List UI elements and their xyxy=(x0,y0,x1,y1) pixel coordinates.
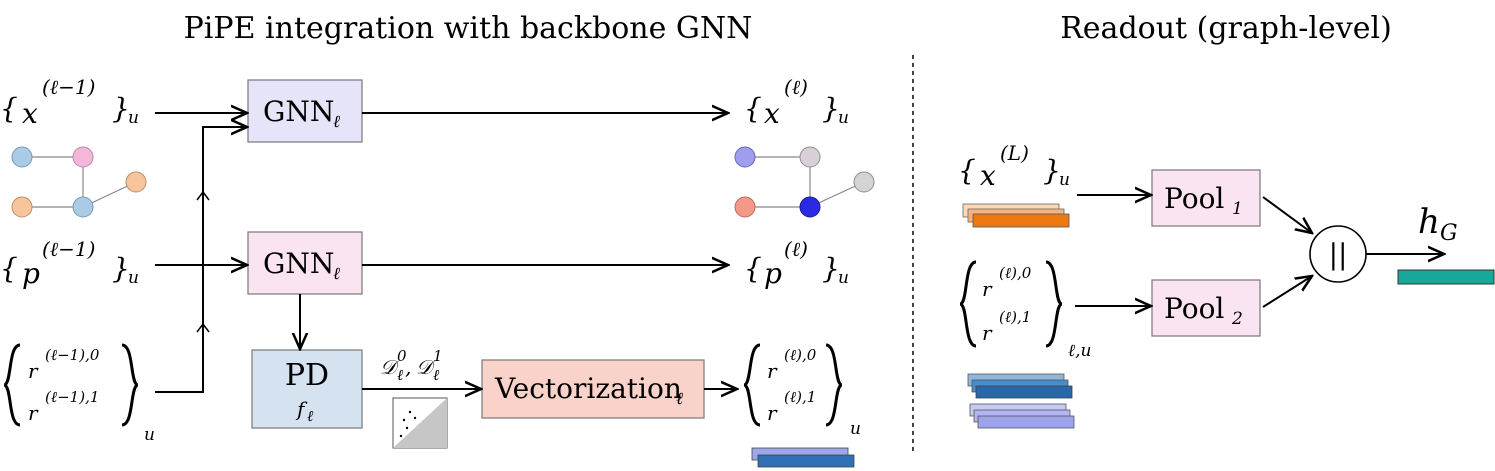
svg-text:1: 1 xyxy=(433,347,443,365)
output-r-label: r (ℓ),0 r (ℓ),1 u xyxy=(743,343,861,439)
svg-text:u: u xyxy=(144,425,155,445)
arrow-tick-upper xyxy=(196,190,210,201)
svg-text:}: } xyxy=(822,92,840,125)
input-r-label: r (ℓ−1),0 r (ℓ−1),1 u xyxy=(3,343,155,445)
input-p-label: { p (ℓ−1) } u xyxy=(0,237,139,290)
svg-text:h: h xyxy=(1418,202,1440,242)
svg-text:(ℓ−1): (ℓ−1) xyxy=(42,237,95,261)
readout-x-label: { x (L) } u xyxy=(958,141,1070,192)
svg-text:ℓ: ℓ xyxy=(433,366,439,384)
readout-r-vector-stack xyxy=(967,373,1075,429)
svg-text:}: } xyxy=(822,252,840,285)
svg-text:u: u xyxy=(850,419,861,439)
svg-text:r: r xyxy=(767,359,778,383)
left-brace-close xyxy=(121,343,139,427)
svg-text:u: u xyxy=(128,108,139,128)
arrow-tick-lower xyxy=(196,322,210,333)
svg-text:(L): (L) xyxy=(1000,141,1029,165)
svg-text:,: , xyxy=(405,355,411,379)
svg-text:ℓ: ℓ xyxy=(397,366,403,384)
svg-text:p: p xyxy=(22,257,40,290)
pool1-label: Pool xyxy=(1164,182,1224,215)
readout-r-label: r (ℓ),0 r (ℓ),1 ℓ,u xyxy=(959,260,1091,361)
svg-text:p: p xyxy=(764,257,782,290)
pool2-label: Pool xyxy=(1164,292,1224,325)
gnn-p-label: GNN xyxy=(263,247,334,280)
svg-text:r: r xyxy=(28,401,39,425)
svg-text:ℓ,u: ℓ,u xyxy=(1068,341,1091,361)
svg-text:ℓ: ℓ xyxy=(333,112,340,132)
svg-text:G: G xyxy=(1440,221,1458,246)
svg-text:(ℓ),0: (ℓ),0 xyxy=(784,346,817,364)
vectorization-box xyxy=(481,359,705,419)
svg-text:x: x xyxy=(22,97,38,130)
svg-text:2: 2 xyxy=(1231,309,1243,329)
svg-text:(ℓ),1: (ℓ),1 xyxy=(999,308,1031,326)
svg-text:{: { xyxy=(958,154,976,187)
svg-text:(ℓ−1),1: (ℓ−1),1 xyxy=(45,388,99,406)
svg-text:x: x xyxy=(764,97,780,130)
svg-text:r: r xyxy=(767,401,778,425)
readout-x-vector-stack xyxy=(962,203,1070,228)
persistence-diagram-thumbnail xyxy=(392,397,448,449)
left-title: PiPE integration with backbone GNN xyxy=(184,11,753,46)
arrow-pool2-to-concat xyxy=(1262,276,1312,308)
svg-text:u: u xyxy=(838,268,849,288)
input-graph xyxy=(11,146,147,218)
svg-text:ℓ: ℓ xyxy=(676,389,683,409)
svg-text:}: } xyxy=(112,252,130,285)
gnn-x-label: GNN xyxy=(263,95,334,128)
svg-text:𝒟: 𝒟 xyxy=(416,355,436,379)
pool1-box xyxy=(1151,169,1261,227)
right-title: Readout (graph-level) xyxy=(1060,11,1392,46)
svg-text:}: } xyxy=(112,92,130,125)
svg-text:ℓ: ℓ xyxy=(307,407,313,425)
concat-symbol: || xyxy=(1329,238,1348,271)
arrow-pool1-to-concat xyxy=(1262,196,1312,233)
svg-text:u: u xyxy=(128,268,139,288)
svg-text:{: { xyxy=(744,252,762,285)
h-g-label: h G xyxy=(1418,202,1458,246)
output-vector-stack xyxy=(751,447,855,468)
output-graph xyxy=(734,146,875,218)
diagram-d-label: 𝒟 0 ℓ , 𝒟 1 ℓ xyxy=(380,347,443,384)
input-x-label: { x (ℓ−1) } u xyxy=(0,75,139,130)
svg-text:(ℓ),0: (ℓ),0 xyxy=(999,264,1032,282)
output-p-label: { p (ℓ) } u xyxy=(744,237,849,290)
svg-text:𝒟: 𝒟 xyxy=(380,355,400,379)
graph-embedding-bar xyxy=(1397,269,1495,285)
left-brace-open xyxy=(3,343,21,427)
gnn-p-box xyxy=(247,231,363,295)
output-x-label: { x (ℓ) } u xyxy=(744,75,849,130)
pool2-box xyxy=(1151,279,1261,337)
svg-text:r: r xyxy=(982,321,993,345)
svg-text:r: r xyxy=(982,277,993,301)
svg-text:(ℓ): (ℓ) xyxy=(784,75,808,99)
svg-text:(ℓ),1: (ℓ),1 xyxy=(784,388,816,406)
svg-text:ℓ: ℓ xyxy=(333,264,340,284)
pd-label: PD xyxy=(285,358,329,393)
svg-text:x: x xyxy=(980,159,996,192)
svg-text:(ℓ−1),0: (ℓ−1),0 xyxy=(45,346,100,364)
arrow-r-to-gnn xyxy=(155,127,247,393)
svg-text:(ℓ−1): (ℓ−1) xyxy=(42,75,95,99)
svg-text:0: 0 xyxy=(397,347,407,365)
svg-text:{: { xyxy=(744,92,762,125)
svg-text:r: r xyxy=(28,359,39,383)
svg-text:{: { xyxy=(0,252,18,285)
svg-text:u: u xyxy=(838,108,849,128)
svg-text:u: u xyxy=(1059,170,1070,190)
svg-text:(ℓ): (ℓ) xyxy=(784,237,808,261)
svg-text:{: { xyxy=(0,92,18,125)
svg-text:1: 1 xyxy=(1232,199,1243,219)
vectorization-label: Vectorization xyxy=(494,372,682,405)
svg-text:}: } xyxy=(1043,154,1061,187)
